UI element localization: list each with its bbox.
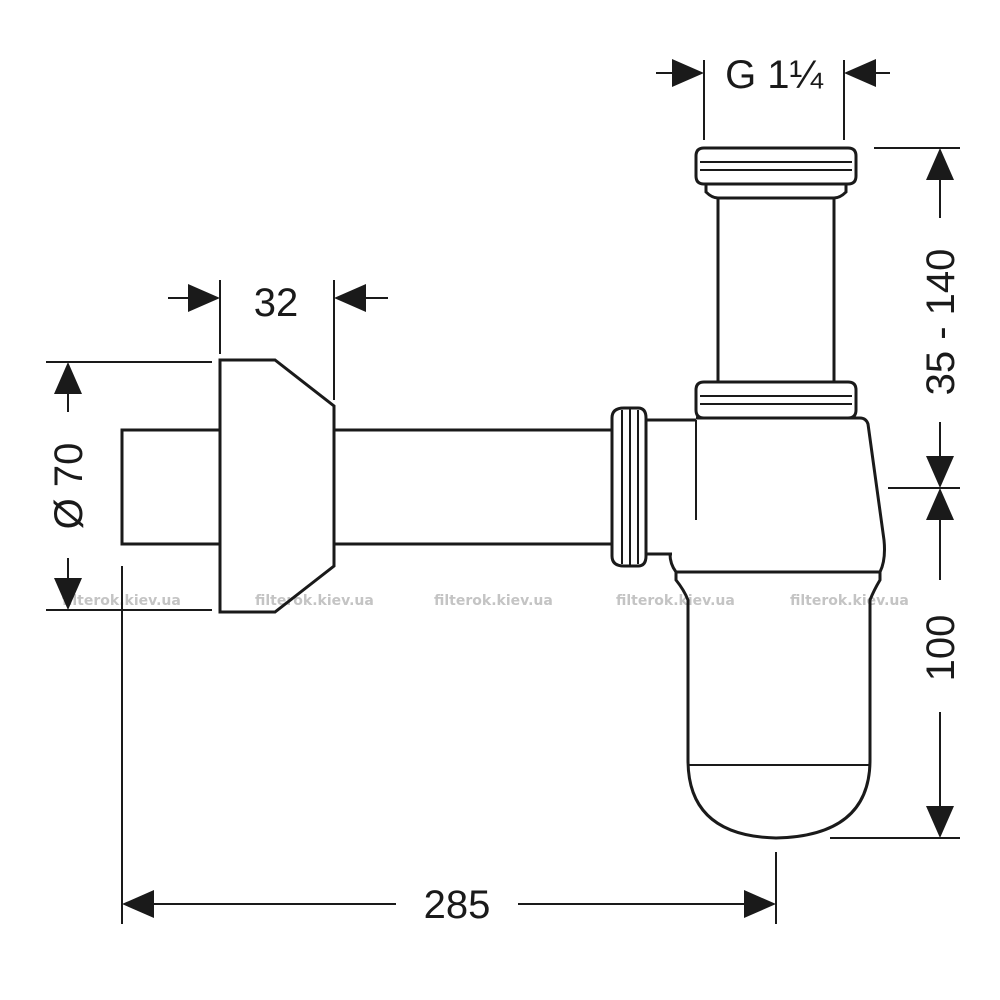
watermark: filterok.kiev.ua (616, 593, 735, 609)
arrow-down (54, 578, 82, 610)
diameter-label: Ø 70 (47, 443, 91, 530)
watermark: filterok.kiev.ua (434, 593, 553, 609)
dimension-trap-depth: 100 (830, 488, 963, 839)
arrow-up (926, 488, 954, 520)
arrow-up (926, 148, 954, 180)
inlet-top-ring (694, 146, 858, 186)
height-adjust-label: 35 - 140 (919, 249, 963, 396)
dimension-diameter: Ø 70 (46, 361, 212, 611)
arrow-left (122, 890, 154, 918)
arrow-right (188, 284, 220, 312)
watermark: filterok.kiev.ua (255, 593, 374, 609)
arrow-right (672, 59, 704, 87)
dimension-flange-width: 32 (168, 280, 388, 400)
watermark-row: filterok.kiev.ua filterok.kiev.ua filter… (62, 593, 909, 609)
trap-bottle (674, 570, 882, 840)
thread-label: G 1¼ (725, 53, 823, 97)
dimension-height-adjust: 35 - 140 (874, 147, 963, 489)
trap-top-nut (694, 380, 858, 420)
arrow-left (844, 59, 876, 87)
outlet-pipe-stub (120, 428, 222, 546)
dimension-overall-length: 285 (121, 566, 777, 927)
siphon-outline (120, 146, 886, 840)
dimension-thread: G 1¼ (656, 53, 890, 140)
overall-length-label: 285 (424, 883, 491, 927)
trap-body (668, 416, 886, 574)
wall-rosette (218, 358, 336, 614)
trap-depth-label: 100 (919, 615, 963, 682)
pipe-coupling-nut (610, 406, 648, 568)
arrow-right (744, 890, 776, 918)
watermark: filterok.kiev.ua (790, 593, 909, 609)
arrow-down (926, 806, 954, 838)
flange-width-label: 32 (254, 281, 299, 325)
arrow-down (926, 456, 954, 488)
inlet-collar (704, 182, 848, 200)
arrow-left (334, 284, 366, 312)
arrow-up (54, 362, 82, 394)
